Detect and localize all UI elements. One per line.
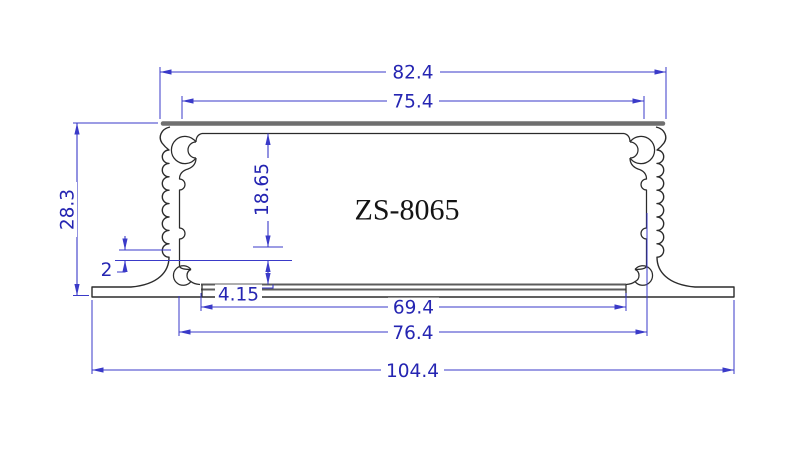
dim-bottom-opening-width: 69.4 xyxy=(200,293,627,319)
text-mask xyxy=(388,322,439,342)
dimension-leader xyxy=(262,284,274,289)
dim-top-outer-width: 82.4 xyxy=(159,62,667,119)
dim-wall-step: 2 xyxy=(98,236,292,281)
dimension-value: 18.65 xyxy=(252,163,273,216)
dim-cavity-height: 18.65 xyxy=(251,133,283,248)
dimension-value: 75.4 xyxy=(392,92,433,113)
text-mask xyxy=(381,360,444,380)
dimension-value: 69.4 xyxy=(393,298,434,319)
dim-overall-width: 104.4 xyxy=(91,300,735,382)
left-inner-wall xyxy=(178,157,197,271)
dimension-value: 4.15 xyxy=(218,285,259,306)
dimension-value: 104.4 xyxy=(386,361,439,382)
text-mask xyxy=(251,158,272,221)
text-mask xyxy=(57,182,77,237)
text-mask xyxy=(388,297,439,317)
dimension-value: 76.4 xyxy=(392,323,433,344)
dimension-annotations: 82.4 75.4 28.3 18.65 xyxy=(57,62,735,382)
left-screw-boss xyxy=(170,132,203,165)
dim-top-inner-width: 75.4 xyxy=(181,91,645,119)
text-mask xyxy=(98,260,115,279)
text-mask xyxy=(386,62,440,82)
dim-cavity-width: 76.4 xyxy=(178,213,648,344)
dimension-leader xyxy=(117,260,126,273)
text-mask xyxy=(215,284,262,304)
dim-overall-height: 28.3 xyxy=(57,122,158,296)
dim-base-offset: 4.15 xyxy=(215,260,274,306)
dimension-value: 82.4 xyxy=(392,63,433,84)
text-mask xyxy=(387,91,439,111)
extrusion-profile xyxy=(91,121,735,298)
dimension-value: 28.3 xyxy=(58,189,79,230)
left-bottom-clip xyxy=(172,265,201,286)
right-inner-wall xyxy=(629,157,648,271)
model-label: ZS-8065 xyxy=(355,194,460,227)
dimension-value: 2 xyxy=(101,260,113,281)
right-screw-boss xyxy=(623,132,656,165)
profile-silhouette xyxy=(91,126,735,298)
right-bottom-clip xyxy=(625,265,654,286)
